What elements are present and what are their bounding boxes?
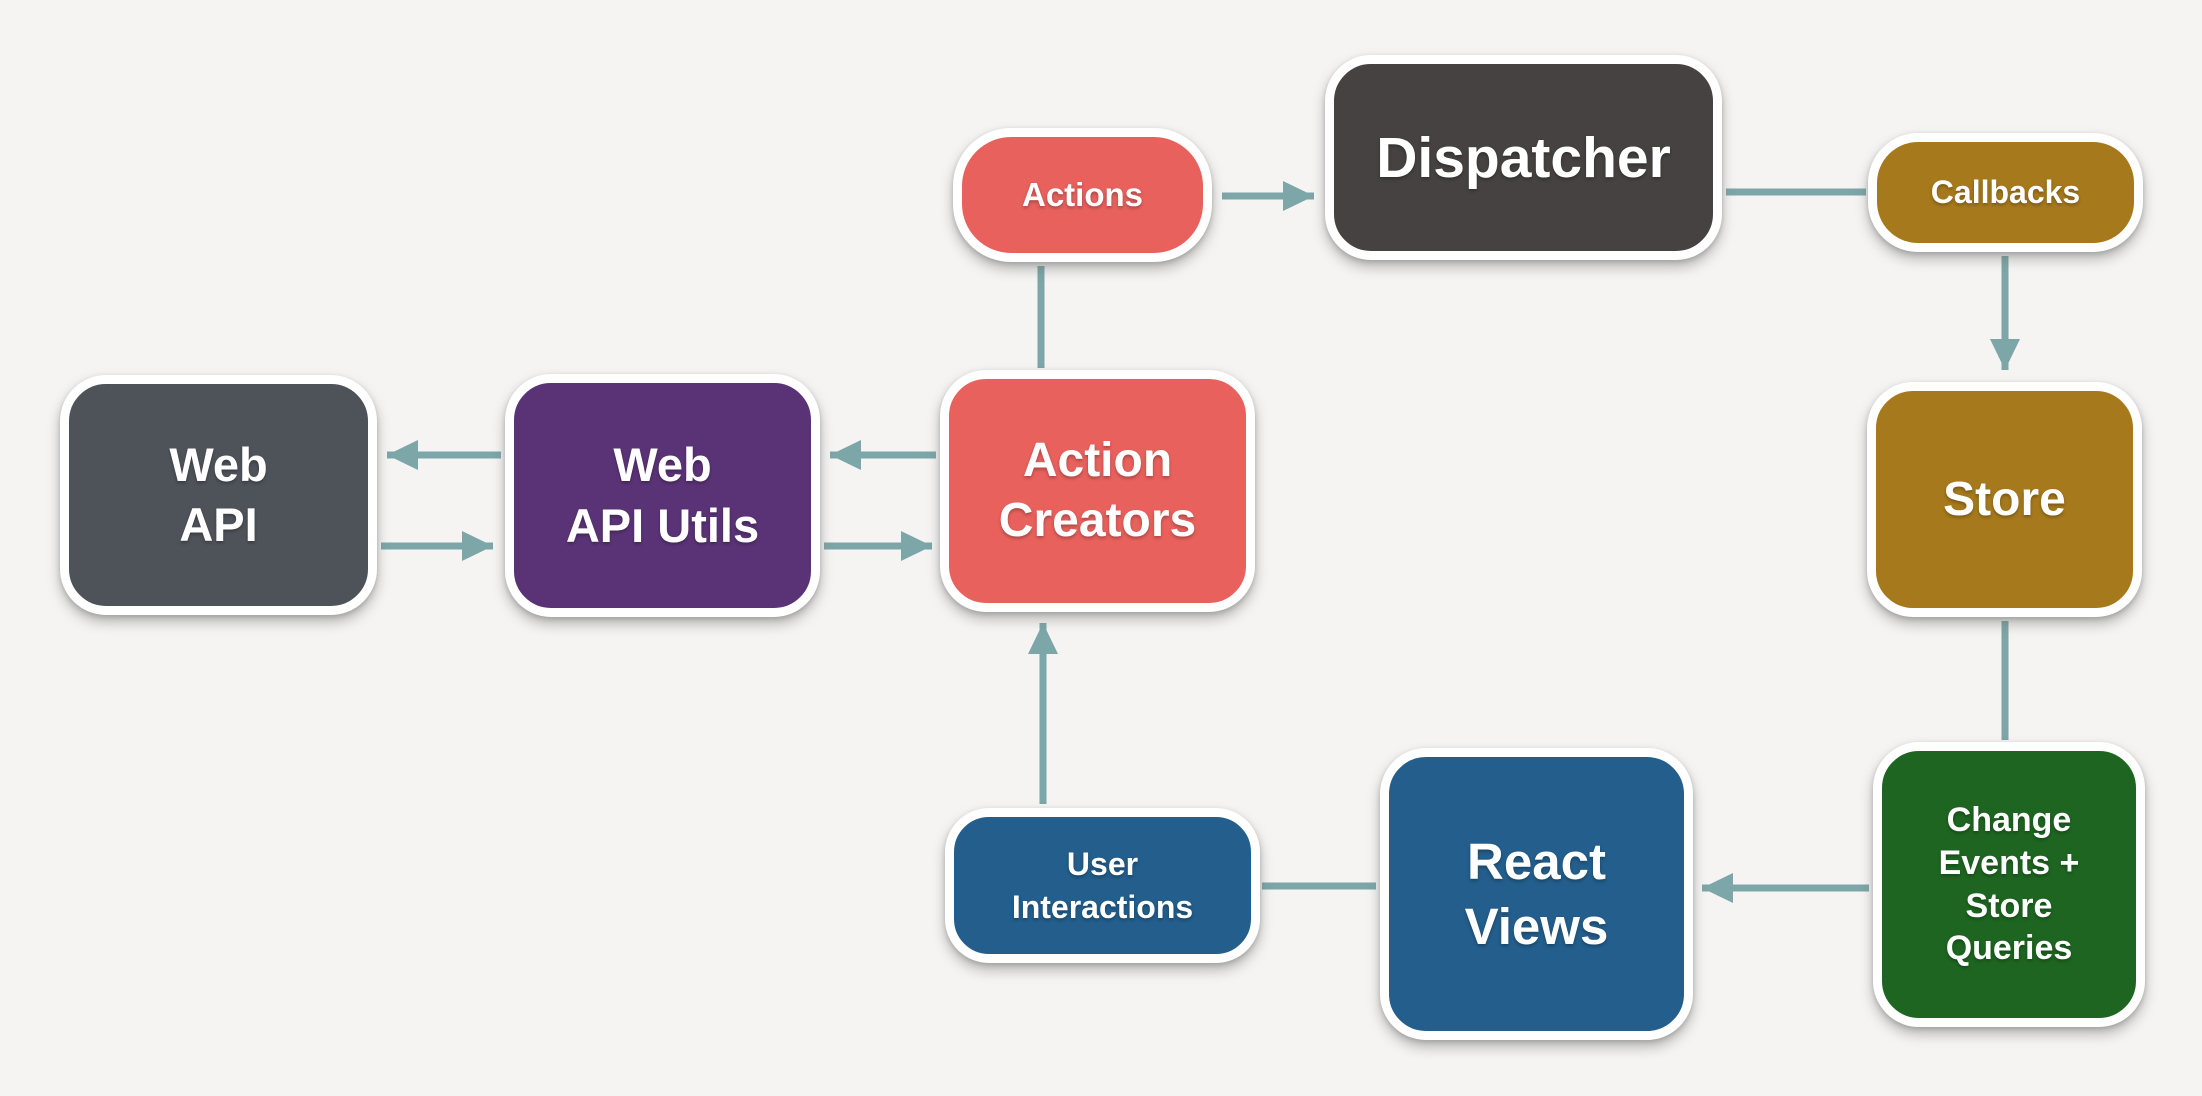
node-label-line: API xyxy=(179,498,258,551)
node-label-line: Creators xyxy=(998,494,1197,547)
node-web-api-utils: Web API Utils xyxy=(505,374,820,617)
node-react-views: React Views xyxy=(1380,748,1693,1040)
node-label-line: Interactions xyxy=(1011,888,1194,925)
node-actions: Actions xyxy=(953,128,1212,262)
node-label-line: Views xyxy=(1464,898,1609,955)
node-label-line: User xyxy=(1066,846,1139,883)
node-label-line: Web xyxy=(613,438,712,492)
node-label-line: Callbacks xyxy=(1930,174,2081,210)
node-user-interactions: User Interactions xyxy=(945,808,1260,963)
node-action-creators: Action Creators xyxy=(940,370,1255,612)
node-label-line: API Utils xyxy=(565,498,760,552)
node-web-api: Web API xyxy=(60,375,377,615)
node-label-line: Web xyxy=(169,437,268,491)
node-label-line: Actions xyxy=(1021,176,1143,213)
node-dispatcher: Dispatcher xyxy=(1325,55,1722,260)
node-label-line: Events + xyxy=(1938,843,2080,882)
node-change-events-store-queries: Change Events + Store Queries xyxy=(1873,742,2145,1027)
node-label-line: Dispatcher xyxy=(1376,125,1671,190)
node-callbacks: Callbacks xyxy=(1868,133,2143,252)
node-label-line: Store xyxy=(1965,886,2053,925)
node-label-line: React xyxy=(1467,832,1606,890)
node-label-line: Action xyxy=(1022,433,1173,487)
node-store: Store xyxy=(1867,382,2142,617)
node-label-line: Store xyxy=(1943,473,2066,526)
node-label-line: Change xyxy=(1946,800,2072,839)
node-label-line: Queries xyxy=(1945,929,2073,968)
